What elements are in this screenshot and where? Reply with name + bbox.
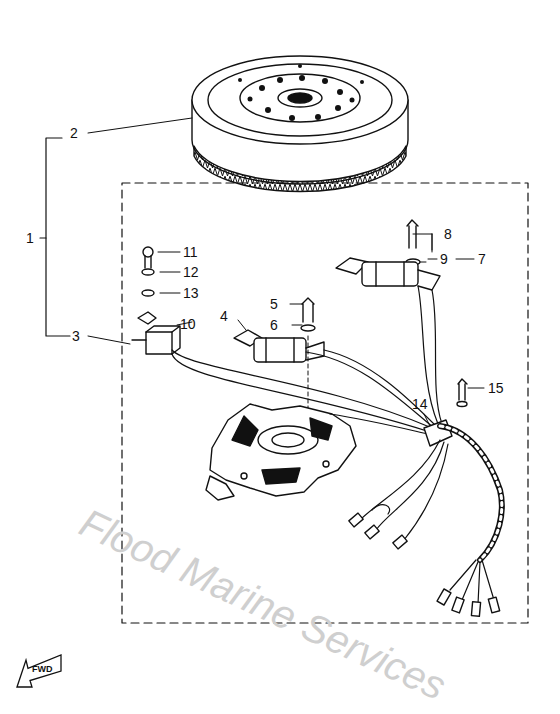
- flywheel: [192, 56, 408, 192]
- callout-number: 14: [412, 396, 428, 412]
- callout-number: 13: [183, 285, 199, 301]
- callout-number: 10: [180, 316, 196, 332]
- callout-number: 4: [220, 308, 228, 324]
- callout-number: 6: [270, 317, 278, 333]
- callout-number: 11: [183, 244, 198, 260]
- callout-number: 9: [440, 251, 448, 267]
- callout-number: 15: [488, 380, 504, 396]
- pulser-coil: [132, 312, 180, 354]
- forward-arrow: FWD: [16, 654, 62, 688]
- direction-text: FWD: [32, 664, 78, 674]
- ignition-coil: [336, 258, 440, 290]
- callout-number: 7: [478, 251, 486, 267]
- callout-number: 12: [183, 264, 199, 280]
- callout-number: 1: [26, 230, 34, 246]
- callout-number: 5: [270, 296, 278, 312]
- callout-number: 8: [444, 226, 452, 242]
- watermark: Flood Marine Services: [73, 500, 452, 708]
- stator-base: [206, 404, 356, 500]
- callout-number: 2: [70, 125, 78, 141]
- charge-coil: [234, 330, 324, 362]
- callout-number: 3: [72, 328, 80, 344]
